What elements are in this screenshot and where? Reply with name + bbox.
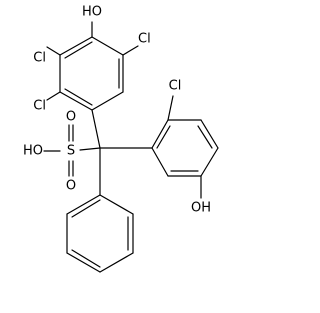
bond bbox=[99, 194, 134, 215]
bond-ring1-central bbox=[91, 109, 101, 149]
oxygen-lower-label: O bbox=[66, 179, 76, 194]
structure-drawing: HO Cl Cl Cl Cl HO S O O OH bbox=[23, 5, 219, 273]
chlorine-c3-label: Cl bbox=[33, 51, 46, 66]
bond bbox=[151, 147, 169, 177]
ring-phenyl bbox=[66, 194, 134, 273]
oxygen-upper-label: O bbox=[66, 110, 76, 125]
bond bbox=[66, 252, 101, 273]
sulfur-label: S bbox=[67, 144, 75, 159]
hydroxyl-bottom-label: OH bbox=[191, 201, 211, 216]
bond bbox=[156, 125, 171, 149]
chlorine-ring2-label: Cl bbox=[169, 79, 182, 94]
chlorine-c5-label: Cl bbox=[138, 32, 151, 47]
bond bbox=[71, 249, 101, 268]
bond-central-s bbox=[79, 147, 101, 151]
bond bbox=[66, 194, 101, 215]
bond bbox=[91, 36, 124, 56]
sulfonic-hydroxyl-label: HO bbox=[23, 144, 43, 159]
bond-ring2-cl bbox=[167, 95, 174, 121]
ring-chlorohydroxyphenyl bbox=[151, 119, 219, 177]
bond bbox=[59, 36, 93, 56]
bond-c3-cl bbox=[46, 46, 61, 56]
bond bbox=[197, 125, 213, 149]
bond bbox=[71, 199, 101, 218]
bond bbox=[64, 41, 93, 59]
bond bbox=[64, 88, 93, 106]
bond bbox=[200, 119, 219, 149]
bond bbox=[99, 252, 134, 273]
chlorine-c2-label: Cl bbox=[33, 99, 46, 114]
bond-c5-cl bbox=[122, 45, 139, 56]
bond bbox=[91, 91, 124, 111]
bond bbox=[200, 147, 219, 177]
bond bbox=[59, 91, 93, 111]
molecule-canvas: HO Cl Cl Cl Cl HO S O O OH bbox=[22, 4, 219, 273]
bond bbox=[151, 119, 169, 149]
bond-c2-cl bbox=[46, 91, 61, 101]
hydroxyl-top-label: HO bbox=[82, 5, 102, 20]
ring-trichlorohydroxyphenyl bbox=[59, 36, 124, 111]
